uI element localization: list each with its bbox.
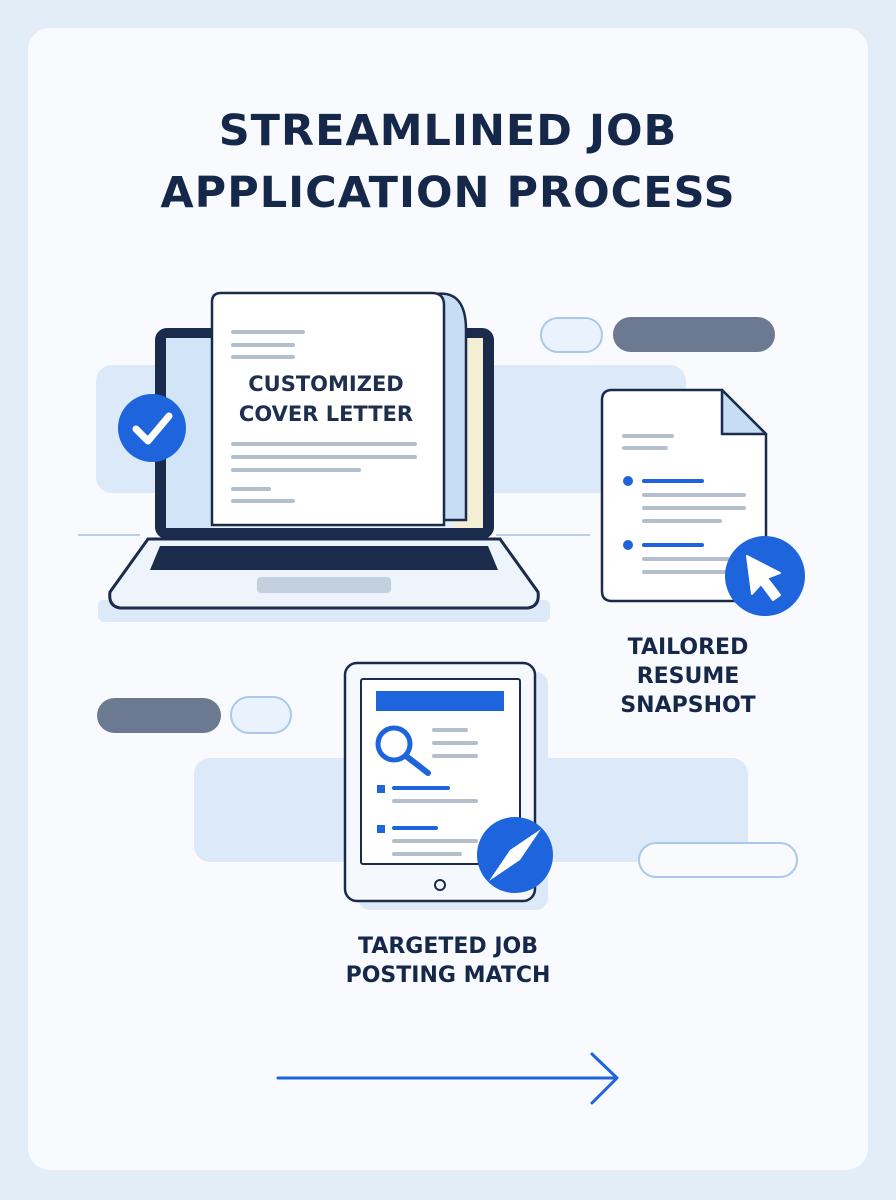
title-line-2: APPLICATION PROCESS xyxy=(160,168,736,218)
pill-solid-top xyxy=(613,317,775,352)
job-label-line-2: POSTING MATCH xyxy=(345,963,551,988)
pill-outline-left xyxy=(230,696,292,734)
resume-label: TAILORED RESUME SNAPSHOT xyxy=(590,633,786,720)
job-label-line-1: TARGETED JOB xyxy=(358,934,538,959)
resume-label-line-3: SNAPSHOT xyxy=(620,693,756,718)
resume-document-icon xyxy=(600,388,768,603)
magnifier-icon xyxy=(375,725,431,776)
title-line-1: STREAMLINED JOB xyxy=(218,106,678,156)
progress-arrow-icon xyxy=(276,1052,619,1105)
pill-outline-top xyxy=(540,317,603,353)
cover-letter-line-2: COVER LETTER xyxy=(238,402,414,426)
pill-outline-right xyxy=(638,842,798,878)
page-title: STREAMLINED JOB APPLICATION PROCESS xyxy=(0,100,896,224)
job-match-label: TARGETED JOB POSTING MATCH xyxy=(318,932,578,990)
resume-label-line-2: RESUME xyxy=(636,664,740,689)
cover-letter-document xyxy=(210,291,468,527)
compass-icon xyxy=(477,817,553,893)
pill-solid-left xyxy=(97,698,221,733)
cover-letter-line-1: CUSTOMIZED xyxy=(248,372,404,396)
cover-letter-label: CUSTOMIZED COVER LETTER xyxy=(214,369,438,429)
resume-label-line-1: TAILORED xyxy=(627,635,749,660)
check-icon xyxy=(118,394,186,462)
cursor-arrow-icon xyxy=(725,536,805,616)
